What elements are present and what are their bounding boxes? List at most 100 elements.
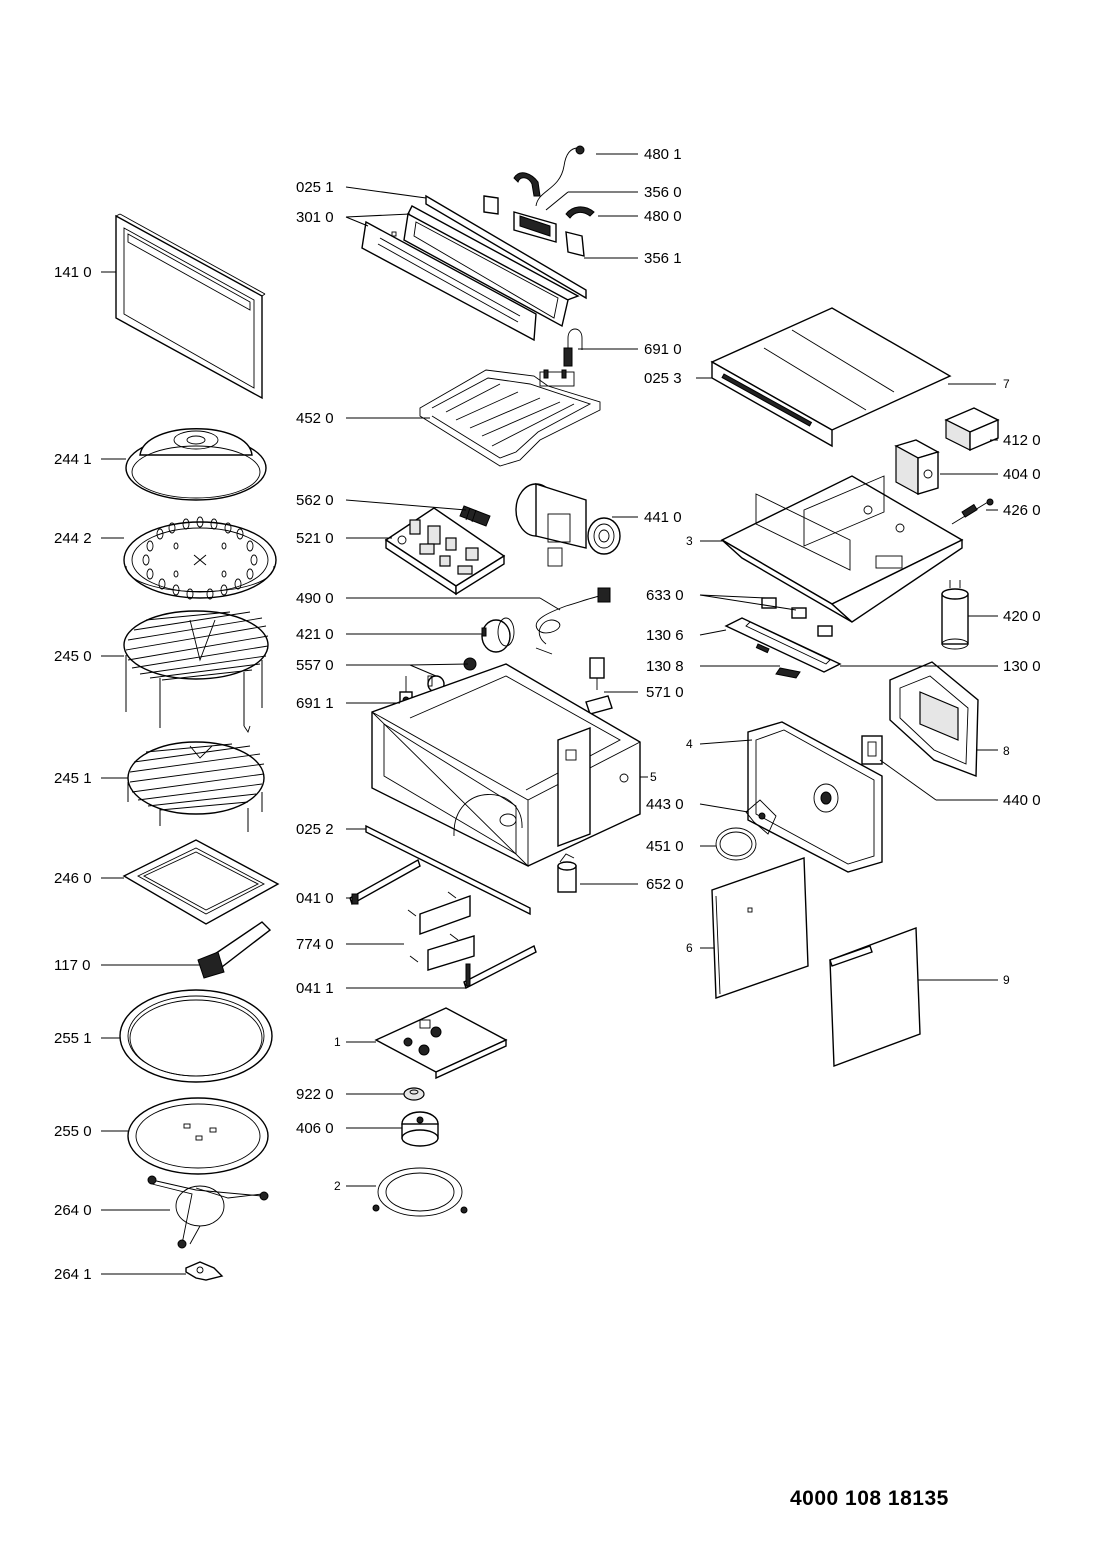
callout-9: 9 bbox=[1003, 973, 1010, 987]
callout-440-0: 440 0 bbox=[1003, 792, 1041, 809]
callout-130-0: 130 0 bbox=[1003, 658, 1041, 675]
callout-025-1: 025 1 bbox=[296, 179, 334, 196]
callout-246-0: 246 0 bbox=[54, 870, 92, 887]
callout-633-0: 633 0 bbox=[646, 587, 684, 604]
callout-6: 6 bbox=[686, 941, 693, 955]
crisp-lid-dome-part bbox=[125, 428, 267, 501]
callout-labels: 480 1 025 1 356 0 301 0 480 0 356 1 141 … bbox=[54, 146, 1041, 1283]
callout-5: 5 bbox=[650, 770, 657, 784]
side-rail-part bbox=[463, 945, 537, 989]
mounting-plate-part bbox=[407, 891, 475, 971]
callout-562-0: 562 0 bbox=[296, 492, 334, 509]
lamp-part bbox=[557, 853, 577, 893]
fuse-part bbox=[459, 505, 491, 527]
turntable-plate-part bbox=[127, 1097, 269, 1175]
crisp-plate-part bbox=[123, 516, 277, 600]
display-bracket-part bbox=[565, 231, 585, 257]
callout-255-0: 255 0 bbox=[54, 1123, 92, 1140]
trim-strip-part bbox=[365, 824, 531, 916]
callout-264-0: 264 0 bbox=[54, 1202, 92, 1219]
callout-7: 7 bbox=[1003, 377, 1010, 391]
cavity-shell-part bbox=[747, 721, 883, 873]
callout-421-0: 421 0 bbox=[296, 626, 334, 643]
callout-025-3: 025 3 bbox=[644, 370, 682, 387]
callout-571-0: 571 0 bbox=[646, 684, 684, 701]
callout-691-1: 691 1 bbox=[296, 695, 334, 712]
callout-117-0: 117 0 bbox=[54, 957, 90, 974]
power-cord-part bbox=[535, 587, 611, 655]
callout-426-0: 426 0 bbox=[1003, 502, 1041, 519]
rear-panel-frame-part bbox=[889, 661, 979, 778]
callout-452-0: 452 0 bbox=[296, 410, 334, 427]
control-board-part bbox=[384, 507, 506, 596]
callout-4: 4 bbox=[686, 737, 693, 751]
callout-244-2: 244 2 bbox=[54, 530, 92, 547]
document-number: 4000 108 18135 bbox=[790, 1487, 949, 1510]
callout-406-0: 406 0 bbox=[296, 1120, 334, 1137]
fan-motor-small-part bbox=[861, 735, 883, 765]
callout-356-1: 356 1 bbox=[644, 250, 682, 267]
callout-041-0: 041 0 bbox=[296, 890, 334, 907]
connector-block-part bbox=[585, 657, 613, 715]
callout-451-0: 451 0 bbox=[646, 838, 684, 855]
callout-774-0: 774 0 bbox=[296, 936, 334, 953]
magnetron-part bbox=[894, 439, 940, 496]
roller-support-part bbox=[147, 1175, 269, 1249]
callout-264-1: 264 1 bbox=[54, 1266, 92, 1283]
grip-handle-part bbox=[197, 921, 272, 979]
washer-part bbox=[403, 1087, 425, 1101]
baking-tray-part bbox=[122, 839, 280, 925]
callout-557-0: 557 0 bbox=[296, 657, 334, 674]
callout-480-0: 480 0 bbox=[644, 208, 682, 225]
oven-cavity-part bbox=[371, 663, 641, 868]
display-board-part bbox=[483, 195, 557, 243]
callout-420-0: 420 0 bbox=[1003, 608, 1041, 625]
callout-404-0: 404 0 bbox=[1003, 466, 1041, 483]
callout-041-1: 041 1 bbox=[296, 980, 334, 997]
callout-130-8: 130 8 bbox=[646, 658, 684, 675]
callout-244-1: 244 1 bbox=[54, 451, 92, 468]
wire-harness-part bbox=[513, 145, 595, 219]
support-ring-part bbox=[372, 1167, 468, 1217]
hv-diode-part bbox=[951, 498, 994, 525]
callout-652-0: 652 0 bbox=[646, 876, 684, 893]
callout-1: 1 bbox=[334, 1035, 341, 1049]
callout-3: 3 bbox=[686, 534, 693, 548]
callout-301-0: 301 0 bbox=[296, 209, 334, 226]
callout-480-1: 480 1 bbox=[644, 146, 682, 163]
callout-922-0: 922 0 bbox=[296, 1086, 334, 1103]
door-panel-part bbox=[115, 213, 266, 400]
transformer-part bbox=[944, 407, 1000, 452]
hv-capacitor-part bbox=[941, 580, 969, 650]
top-cover-part bbox=[710, 307, 952, 448]
callout-521-0: 521 0 bbox=[296, 530, 334, 547]
coupler-part bbox=[185, 1261, 224, 1281]
fan-blade-part bbox=[745, 799, 777, 835]
callout-443-0: 443 0 bbox=[646, 796, 684, 813]
callout-130-6: 130 6 bbox=[646, 627, 684, 644]
callout-141-0: 141 0 bbox=[54, 264, 92, 281]
leader-lines bbox=[101, 153, 998, 1275]
callout-441-0: 441 0 bbox=[644, 509, 682, 526]
callout-490-0: 490 0 bbox=[296, 590, 334, 607]
low-rack-part bbox=[127, 741, 265, 832]
side-rail-part bbox=[349, 858, 421, 906]
turntable-glass-part bbox=[119, 989, 273, 1083]
callout-245-0: 245 0 bbox=[54, 648, 92, 665]
side-panel-part bbox=[711, 857, 809, 999]
microswitch-part bbox=[761, 597, 833, 637]
callout-245-1: 245 1 bbox=[54, 770, 92, 787]
capacitor-part bbox=[481, 617, 515, 653]
callout-412-0: 412 0 bbox=[1003, 432, 1041, 449]
callout-356-0: 356 0 bbox=[644, 184, 682, 201]
base-plate-part bbox=[374, 1007, 508, 1080]
outer-panel-part bbox=[829, 927, 921, 1067]
high-rack-part bbox=[123, 610, 269, 734]
callout-2: 2 bbox=[334, 1179, 341, 1193]
chassis-base-part bbox=[720, 475, 964, 623]
turntable-motor-part bbox=[401, 1111, 439, 1147]
callout-691-0: 691 0 bbox=[644, 341, 682, 358]
callout-8: 8 bbox=[1003, 744, 1010, 758]
grill-element-part bbox=[419, 369, 601, 467]
